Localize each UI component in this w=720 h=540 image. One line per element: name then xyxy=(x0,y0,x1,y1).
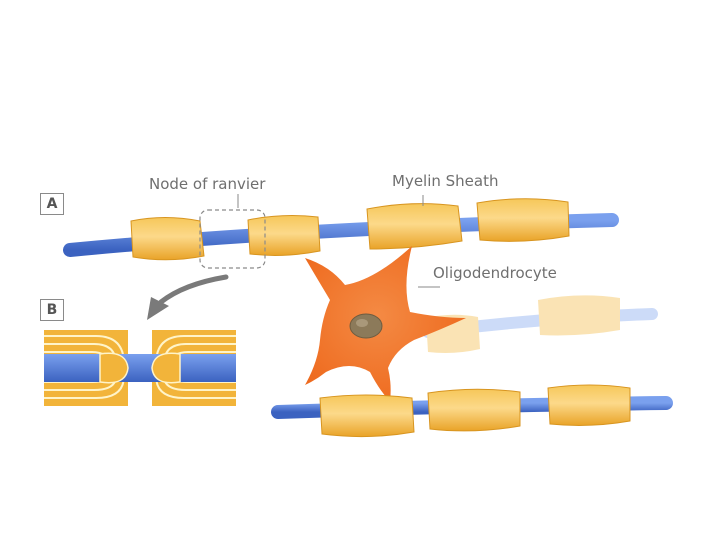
myelin-segments-bottom xyxy=(320,385,630,437)
node-closeup xyxy=(44,330,236,406)
zoom-arrow xyxy=(147,277,226,320)
oligodendrocyte-cell xyxy=(305,246,466,402)
axon-faded xyxy=(426,295,652,353)
